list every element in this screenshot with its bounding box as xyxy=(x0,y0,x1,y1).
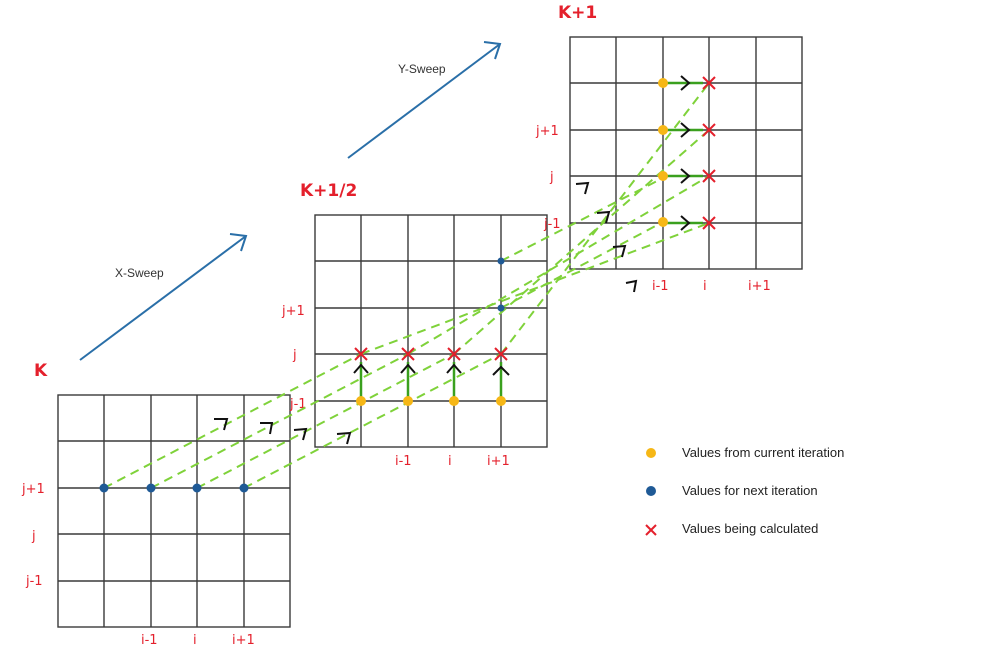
grid-k-row-label: j+1 xyxy=(21,482,45,497)
grid-k-half-col-label: i-1 xyxy=(395,454,412,469)
next-point xyxy=(239,483,249,493)
direction-ticks xyxy=(214,181,638,445)
k1-right-arrows xyxy=(665,75,703,231)
legend-current-label: Values from current iteration xyxy=(682,445,844,460)
current-point xyxy=(658,217,668,227)
grid-k-row-label: j xyxy=(31,529,36,544)
current-point xyxy=(356,396,366,406)
next-point xyxy=(192,483,202,493)
grid-k-row-label: j-1 xyxy=(25,574,43,589)
current-iteration-points xyxy=(356,78,668,406)
grid-k-label: K xyxy=(34,361,48,381)
next-point xyxy=(146,483,156,493)
current-point xyxy=(403,396,413,406)
calc-cross xyxy=(494,347,508,361)
legend-current-dot xyxy=(646,448,656,458)
current-point xyxy=(449,396,459,406)
projection-lines xyxy=(103,82,710,489)
legend-calc-cross xyxy=(645,524,657,536)
y-sweep-label: Y-Sweep xyxy=(398,62,446,76)
x-sweep-arrow xyxy=(79,233,248,361)
grid-k1-label: K+1 xyxy=(558,3,597,23)
grid-k xyxy=(57,394,291,628)
calc-cross xyxy=(702,123,716,137)
grid-k1-col-label: i xyxy=(703,279,707,294)
legend-next-dot xyxy=(646,486,656,496)
grid-k-half-row-label: j+1 xyxy=(281,304,305,319)
current-point xyxy=(496,396,506,406)
grid-k-half-col-label: i xyxy=(448,454,452,469)
legend: Values from current iteration Values for… xyxy=(645,445,844,536)
calc-cross xyxy=(702,169,716,183)
next-point xyxy=(497,257,505,265)
grid-k1-col-label: i+1 xyxy=(748,279,771,294)
calc-cross xyxy=(702,76,716,90)
legend-next-label: Values for next iteration xyxy=(682,483,818,498)
current-point xyxy=(658,171,668,181)
calc-cross xyxy=(354,347,368,361)
grid-k-half xyxy=(314,214,548,448)
legend-calc-label: Values being calculated xyxy=(682,521,818,536)
grid-k1 xyxy=(569,36,803,270)
next-point xyxy=(497,304,505,312)
y-sweep-arrow xyxy=(347,41,502,159)
calc-cross xyxy=(447,347,461,361)
grid-k-col-label: i-1 xyxy=(141,633,158,648)
k-half-up-arrows xyxy=(353,362,510,398)
current-point xyxy=(658,78,668,88)
next-point xyxy=(99,483,109,493)
grid-k-col-label: i+1 xyxy=(232,633,255,648)
current-point xyxy=(658,125,668,135)
grid-k-half-row-label: j xyxy=(292,348,297,363)
grid-k-half-label: K+1/2 xyxy=(300,181,357,201)
grid-k1-col-label: i-1 xyxy=(652,279,669,294)
calc-cross xyxy=(702,216,716,230)
grid-k1-row-label: j-1 xyxy=(543,217,561,232)
grid-k1-row-label: j xyxy=(549,170,554,185)
grid-k-col-label: i xyxy=(193,633,197,648)
grid-k1-row-label: j+1 xyxy=(535,124,559,139)
grid-k-half-row-label: j-1 xyxy=(289,397,307,412)
calc-cross xyxy=(401,347,415,361)
calculated-points xyxy=(354,76,716,361)
x-sweep-label: X-Sweep xyxy=(115,266,164,280)
grid-k-half-col-label: i+1 xyxy=(487,454,510,469)
next-iteration-points xyxy=(99,257,505,493)
